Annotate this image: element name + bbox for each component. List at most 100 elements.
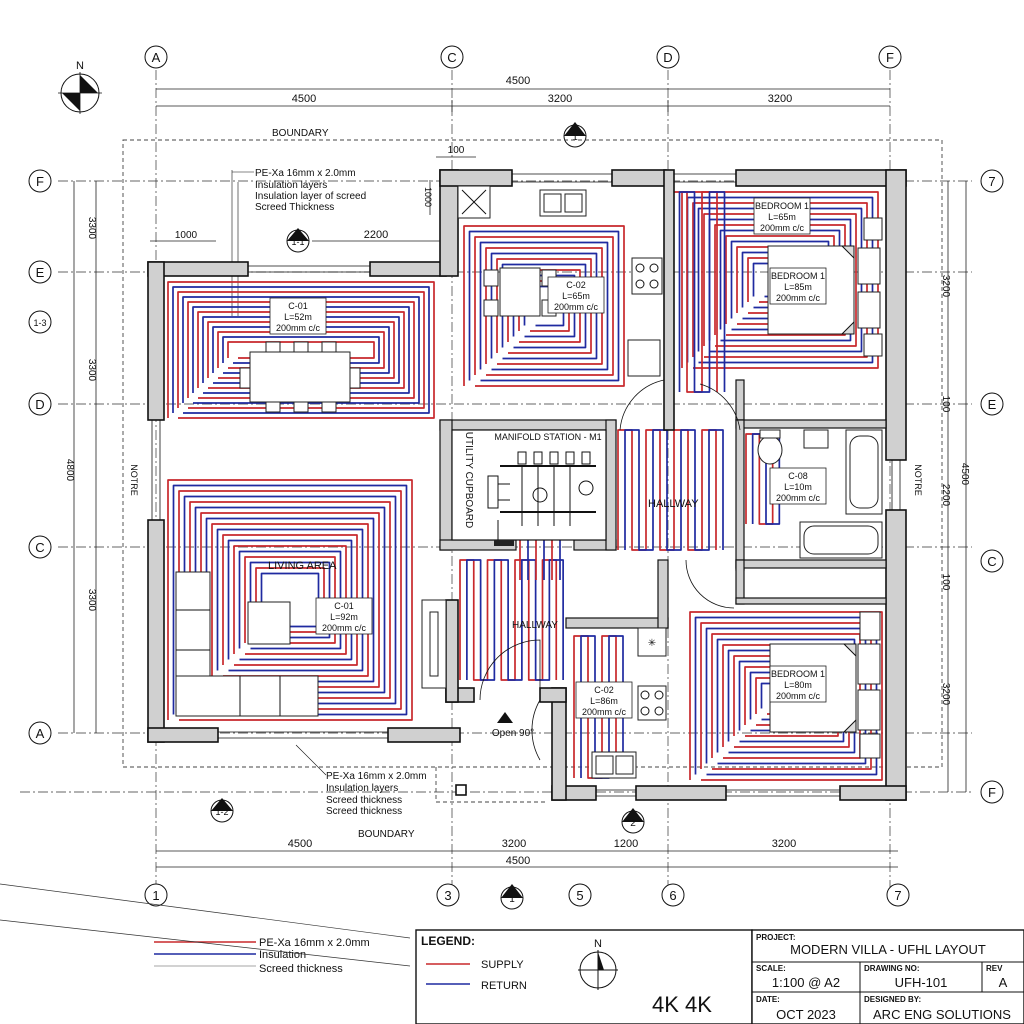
svg-text:C: C	[447, 50, 456, 65]
svg-text:2: 2	[630, 818, 636, 829]
doors: Open 90°	[455, 379, 741, 796]
circuit-spacing: 200mm c/c	[776, 493, 821, 503]
svg-text:3300: 3300	[86, 589, 97, 612]
svg-text:3300: 3300	[86, 217, 97, 240]
manifold-label: MANIFOLD STATION - M1	[494, 432, 601, 442]
return-pipe-loop-7	[624, 429, 724, 551]
section-markers: 1 1-1 1-2 2 1	[210, 122, 645, 910]
svg-text:1-3: 1-3	[33, 318, 46, 328]
svg-text:DRAWING NO:: DRAWING NO:	[864, 964, 920, 973]
svg-text:3200: 3200	[940, 683, 951, 706]
svg-text:3200: 3200	[502, 838, 526, 850]
north-label: N	[76, 60, 84, 72]
svg-text:4800: 4800	[64, 459, 75, 482]
return-pipe-loop-2	[468, 230, 620, 382]
svg-text:E: E	[36, 265, 45, 280]
svg-text:PE-Xa 16mm x 2.0mm: PE-Xa 16mm x 2.0mm	[326, 771, 427, 782]
svg-text:A: A	[36, 726, 45, 741]
circuit-spacing: 200mm c/c	[582, 707, 627, 717]
svg-text:3: 3	[444, 888, 451, 903]
grid-bubbles-right: 7 E C F	[980, 169, 1004, 804]
project-title: MODERN VILLA - UFHL LAYOUT	[790, 942, 986, 957]
resolution-tag: 4K 4K	[652, 992, 712, 1017]
svg-text:PROJECT:: PROJECT:	[756, 933, 796, 942]
svg-text:3200: 3200	[768, 93, 792, 105]
svg-text:✳: ✳	[648, 638, 656, 649]
svg-text:1200: 1200	[614, 838, 638, 850]
svg-text:D: D	[663, 50, 672, 65]
north-arrow: N	[58, 60, 102, 114]
circuit-spacing: 200mm c/c	[276, 323, 321, 333]
svg-text:F: F	[988, 785, 996, 800]
furniture: ✳	[175, 185, 883, 779]
svg-text:F: F	[36, 174, 44, 189]
legend-supply: SUPPLY	[481, 959, 524, 971]
svg-text:Insulation: Insulation	[259, 949, 306, 961]
return-pipe-loop-1	[172, 484, 408, 716]
grid-bubbles-top: A C D F	[144, 45, 902, 69]
legend-lines-left: PE-Xa 16mm x 2.0mm Insulation Screed thi…	[0, 883, 411, 975]
svg-text:Insulation layers: Insulation layers	[326, 783, 398, 794]
svg-text:2200: 2200	[940, 484, 951, 507]
svg-text:SCALE:: SCALE:	[756, 964, 786, 973]
ufh-pipe-loops	[167, 191, 883, 781]
svg-text:N: N	[594, 938, 602, 950]
svg-text:E: E	[988, 397, 997, 412]
svg-text:3200: 3200	[548, 93, 572, 105]
room-label-hallway-a: HALLWAY	[648, 498, 699, 510]
svg-text:Screed thickness: Screed thickness	[326, 795, 402, 806]
svg-text:DATE:: DATE:	[756, 995, 780, 1004]
svg-text:7: 7	[894, 888, 901, 903]
svg-text:Insulation layer of screed: Insulation layer of screed	[255, 191, 366, 202]
dimensions-bottom: 4500 3200 1200 3200 4500	[156, 838, 898, 868]
room-label-hallway-b: HALLWAY	[512, 620, 558, 631]
svg-text:100: 100	[448, 145, 465, 156]
svg-text:C: C	[35, 540, 44, 555]
supply-pipe-loop-0	[167, 281, 435, 419]
svg-text:3200: 3200	[940, 275, 951, 298]
supply-pipe-loop-1	[167, 479, 413, 721]
circuit-spacing: 200mm c/c	[322, 623, 367, 633]
utility-cupboard-label: UTILITY CUPBOARD	[463, 432, 474, 529]
supply-pipe-loop-9	[745, 433, 774, 525]
site-boundary: BOUNDARY BOUNDARY NOTRE NOTRE	[122, 128, 943, 840]
svg-text:1: 1	[572, 132, 578, 143]
svg-text:D: D	[35, 397, 44, 412]
svg-text:1: 1	[152, 888, 159, 903]
svg-text:UFH-101: UFH-101	[895, 975, 948, 990]
pipe-notes-bottom: PE-Xa 16mm x 2.0mm Insulation layers Scr…	[295, 744, 427, 817]
svg-text:3200: 3200	[772, 838, 796, 850]
circuit-name: BEDROOM 1	[755, 201, 809, 211]
dimensions-top: 4500 4500 3200 3200	[156, 75, 890, 112]
circuit-name: C-02	[594, 685, 614, 695]
svg-text:1000: 1000	[423, 187, 433, 207]
svg-text:Screed thickness: Screed thickness	[326, 806, 402, 817]
circuit-spacing: 200mm c/c	[776, 691, 821, 701]
supply-pipe-loop-3	[681, 191, 879, 369]
grid-bubbles-bottom: 1 3 5 6 7	[144, 883, 910, 907]
svg-text:Screed Thickness: Screed Thickness	[255, 202, 334, 213]
circuit-length: L=92m	[330, 612, 358, 622]
svg-text:3300: 3300	[86, 359, 97, 382]
svg-text:Insulation layers: Insulation layers	[255, 180, 327, 191]
svg-text:4500: 4500	[959, 463, 970, 486]
svg-text:4500: 4500	[506, 75, 530, 87]
return-pipe-loop-5	[466, 559, 564, 681]
return-pipe-loop-3	[686, 196, 874, 364]
circuit-name: C-01	[334, 601, 354, 611]
svg-text:1-1: 1-1	[291, 237, 304, 247]
room-labels: LIVING AREA HALLWAY HALLWAY	[268, 498, 699, 631]
return-pipe-loop-8	[678, 191, 726, 393]
exterior-walls	[147, 169, 907, 801]
svg-text:6: 6	[669, 888, 676, 903]
svg-text:1: 1	[509, 894, 515, 905]
svg-text:4500: 4500	[292, 93, 316, 105]
svg-text:100: 100	[940, 574, 951, 591]
